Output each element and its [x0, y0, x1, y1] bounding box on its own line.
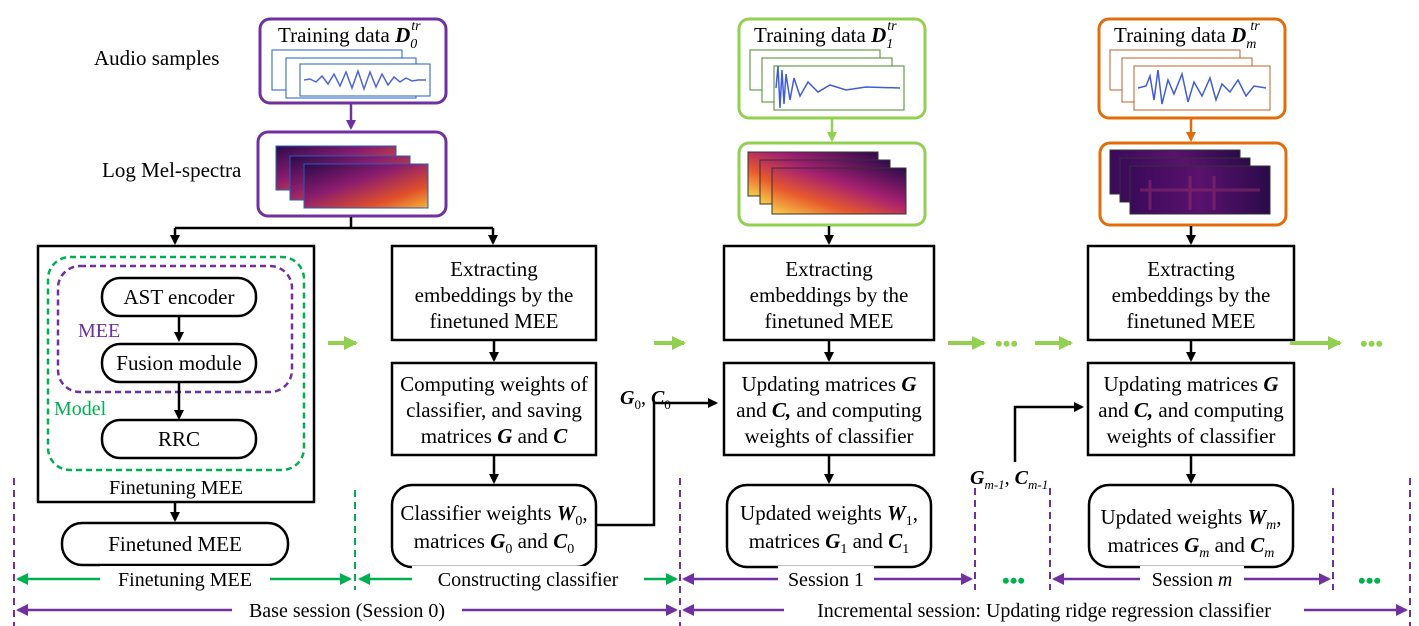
flow-ellipsis-1: •••: [995, 331, 1018, 356]
separator-lines: [13, 478, 1411, 626]
svg-text:Updated weights Wm,: Updated weights Wm,: [1100, 505, 1281, 533]
fusion-module-label: Fusion module: [116, 351, 241, 375]
training-data-1-text: Training data: [754, 23, 871, 47]
weights-box-1: Updated weights W1, matrices G1 and C1: [725, 483, 933, 569]
log-mel-label: Log Mel-spectra: [102, 158, 242, 182]
update-box-1: Updating matrices G and C, and computing…: [722, 361, 936, 457]
transfer-m-label: Gm-1, Cm-1: [970, 467, 1048, 492]
stage-session1-label: Session 1: [788, 569, 864, 591]
compute-box-0: Computing weights of classifier, and sav…: [390, 361, 598, 457]
mee-dashed-box: [56, 264, 294, 394]
stage-ellipsis-2: •••: [1358, 568, 1381, 593]
svg-text:and C, and computing: and C, and computing: [736, 398, 922, 422]
arrow-transfer-m: [1013, 402, 1084, 462]
svg-text:embeddings by the: embeddings by the: [750, 283, 909, 307]
waveform-stack-1: [749, 49, 905, 111]
stage-label-bg-constructing: [412, 566, 644, 590]
stage-label-bg-session1: [778, 566, 874, 590]
stage-label-bg-sessionm: [1140, 566, 1244, 590]
compute-line3: matrices G and C: [421, 424, 568, 448]
stage-finetuning-label: Finetuning MEE: [118, 569, 252, 591]
svg-text:Training data D1tr: Training data D1tr: [754, 19, 897, 52]
bottom-incremental-label: Incremental session: Updating ridge regr…: [817, 600, 1271, 622]
weights0-line1: Classifier weights W0,: [400, 501, 587, 529]
stage-label-bg-finetuning: [100, 566, 270, 590]
training-data-0-sup: tr: [411, 19, 421, 34]
log-mel-1-box: [737, 141, 927, 227]
svg-text:Extracting: Extracting: [785, 257, 873, 281]
arrow-transfer-0: [597, 398, 718, 527]
extract-box-m: Extracting embeddings by the finetuned M…: [1086, 244, 1296, 342]
weights-box-0: Classifier weights W0, matrices G0 and C…: [390, 483, 598, 569]
svg-text:weights of classifier: weights of classifier: [744, 424, 913, 448]
model-label: Model: [54, 398, 107, 420]
svg-text:matrices G1 and C1: matrices G1 and C1: [749, 529, 909, 557]
mee-label: MEE: [78, 320, 120, 342]
compute-line2: classifier, and saving: [406, 398, 582, 422]
waveform-stack-0: [271, 49, 431, 99]
svg-text:Updating matrices G: Updating matrices G: [1104, 372, 1279, 396]
svg-text:Training data D0tr: Training data D0 tr: [278, 19, 421, 52]
training-data-0-sub: 0: [410, 37, 417, 52]
ast-encoder-label: AST encoder: [124, 285, 235, 309]
log-mel-m-box: [1098, 141, 1288, 227]
finetuned-mee-box: Finetuned MEE: [60, 521, 290, 567]
fusion-module-box: Fusion module: [100, 342, 258, 384]
bottom-label-bg-base: [232, 598, 462, 622]
training-data-m-box: Training data Dmtr: [1097, 17, 1287, 120]
extract-0-line1: Extracting: [450, 257, 538, 281]
stage-sessionm-label: Session m: [1152, 569, 1233, 591]
svg-text:weights of classifier: weights of classifier: [1106, 424, 1275, 448]
training-data-1-box: Training data D1tr: [737, 17, 927, 120]
svg-text:finetuned MEE: finetuned MEE: [765, 309, 894, 333]
svg-text:Training data Dmtr: Training data Dmtr: [1114, 19, 1260, 52]
svg-text:Updating matrices G: Updating matrices G: [742, 372, 917, 396]
transfer-0-label: G0, C0: [620, 387, 671, 412]
model-caption: Finetuning MEE: [109, 477, 243, 499]
ast-encoder-box: AST encoder: [100, 276, 258, 318]
finetuned-mee-label: Finetuned MEE: [108, 532, 242, 556]
flow-ellipsis-2: •••: [1360, 331, 1383, 356]
rrc-box: RRC: [100, 418, 258, 460]
audio-samples-label: Audio samples: [94, 46, 219, 70]
svg-text:matrices Gm and Cm: matrices Gm and Cm: [1108, 533, 1275, 561]
rrc-label: RRC: [158, 427, 200, 451]
training-data-0-symbol: D: [394, 23, 410, 47]
weights0-line2: matrices G0 and C0: [414, 529, 574, 557]
weights-box-m: Updated weights Wm, matrices Gm and Cm: [1087, 483, 1295, 569]
bottom-base-label: Base session (Session 0): [249, 600, 445, 622]
extract-0-line2: embeddings by the: [415, 283, 574, 307]
svg-text:finetuned MEE: finetuned MEE: [1127, 309, 1256, 333]
model-dashed-box: [46, 255, 306, 472]
bottom-label-bg-incremental: [784, 598, 1304, 622]
stage-ellipsis-1: •••: [1002, 568, 1025, 593]
training-data-0-box: Training data D0 tr: [258, 17, 448, 105]
waveform-stack-m: [1109, 49, 1271, 111]
svg-text:Updated weights W1,: Updated weights W1,: [740, 501, 918, 529]
svg-text:and C, and computing: and C, and computing: [1098, 398, 1284, 422]
split-arrows-0: [170, 217, 498, 245]
extract-box-1: Extracting embeddings by the finetuned M…: [722, 244, 936, 342]
extract-box-0: Extracting embeddings by the finetuned M…: [390, 244, 598, 342]
model-outer-box: [36, 244, 316, 504]
stage-constructing-label: Constructing classifier: [438, 569, 619, 591]
extract-0-line3: finetuned MEE: [430, 309, 559, 333]
svg-text:Extracting: Extracting: [1147, 257, 1235, 281]
training-data-0-text: Training data: [278, 23, 395, 47]
log-mel-0-box: [256, 130, 448, 218]
update-box-m: Updating matrices G and C, and computing…: [1086, 361, 1296, 457]
training-data-m-text: Training data: [1114, 23, 1231, 47]
compute-line1: Computing weights of: [400, 372, 588, 396]
svg-text:embeddings by the: embeddings by the: [1112, 283, 1271, 307]
